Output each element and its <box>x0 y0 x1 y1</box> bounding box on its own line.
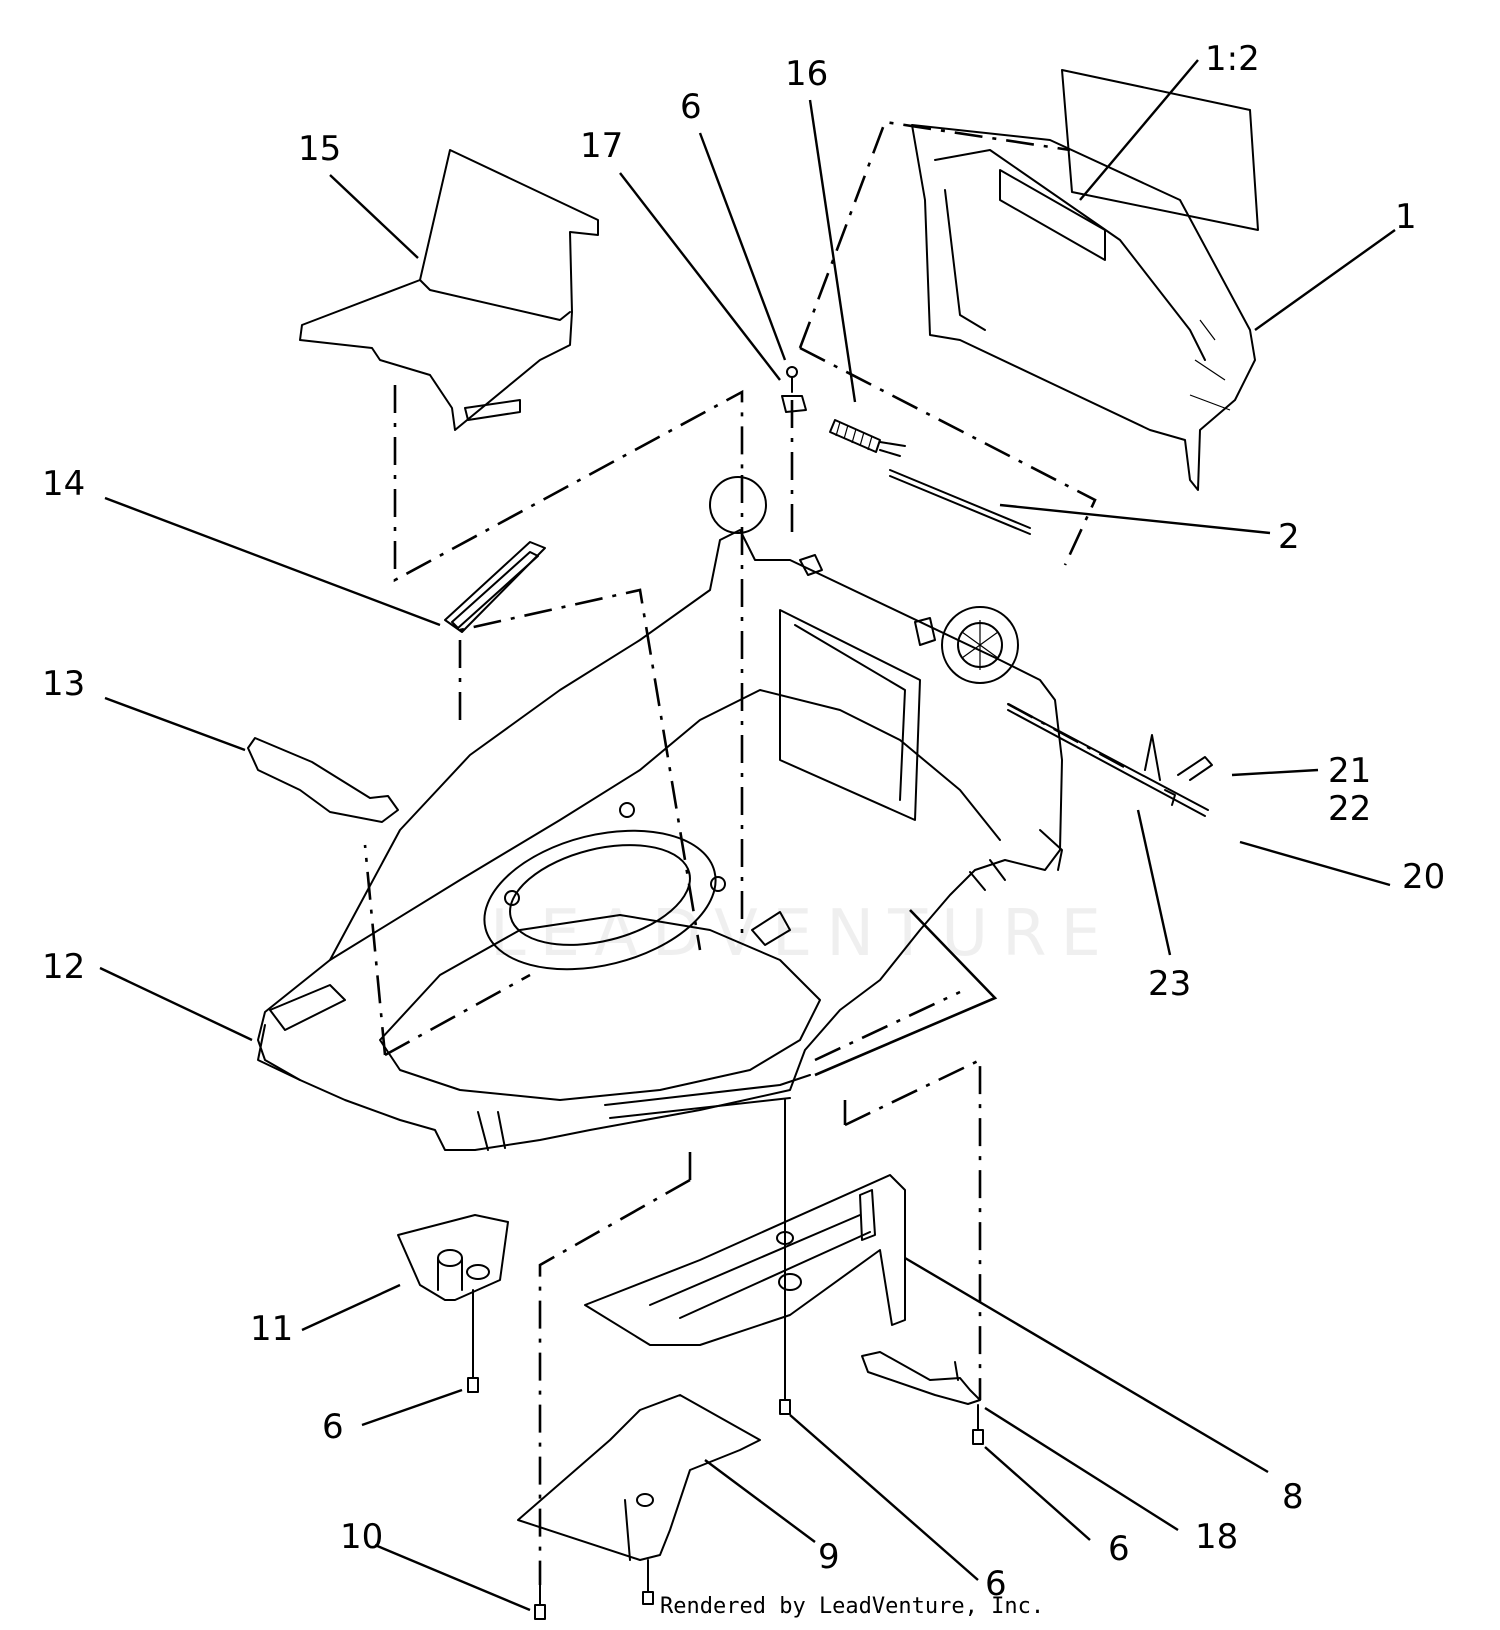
callout-14: 14 <box>42 464 85 504</box>
callout-9: 9 <box>818 1537 840 1577</box>
footer-credit: Rendered by LeadVenture, Inc. <box>660 1594 1044 1619</box>
callout-6-right: 6 <box>1108 1529 1130 1569</box>
callout-22: 22 <box>1328 789 1371 829</box>
callout-18: 18 <box>1195 1517 1238 1557</box>
part-baffle-15 <box>299 149 599 431</box>
part-mower-deck-12 <box>257 476 1063 1151</box>
part-screw-6-center <box>779 1099 791 1415</box>
part-screw-6-top <box>786 366 798 393</box>
callout-1: 1 <box>1395 197 1417 237</box>
part-plug-14 <box>444 541 546 633</box>
callout-10: 10 <box>340 1517 383 1557</box>
part-rear-door-1 <box>911 124 1256 491</box>
part-hinge-rod-2 <box>889 469 1031 535</box>
part-clip-17 <box>781 395 807 413</box>
callout-11: 11 <box>250 1309 293 1349</box>
callout-8: 8 <box>1282 1477 1304 1517</box>
alignment-lines <box>363 120 1131 1585</box>
callout-12: 12 <box>42 947 85 987</box>
callout-23: 23 <box>1148 964 1191 1004</box>
callout-17: 17 <box>580 126 623 166</box>
callout-20: 20 <box>1402 857 1445 897</box>
part-spring-16 <box>829 419 906 457</box>
callout-2: 2 <box>1278 517 1300 557</box>
part-retainer-18 <box>861 1351 981 1405</box>
part-screw-6-right <box>972 1404 984 1445</box>
callout-16: 16 <box>785 54 828 94</box>
callout-1-2: 1:2 <box>1205 39 1260 79</box>
callout-labels: 1:2 1 2 6 16 17 15 14 13 12 11 6 10 9 6 … <box>42 39 1445 1604</box>
callout-21: 21 <box>1328 751 1371 791</box>
callout-6-left: 6 <box>322 1407 344 1447</box>
part-screw-10 <box>534 1559 654 1620</box>
callout-6-center: 6 <box>985 1564 1007 1604</box>
part-bracket-11 <box>397 1214 509 1301</box>
part-mulch-plate-8 <box>584 1174 906 1346</box>
part-screw-6-left <box>467 1289 479 1393</box>
callout-13: 13 <box>42 664 85 704</box>
callout-15: 15 <box>298 129 341 169</box>
watermark-text: LEADVENTURE <box>490 897 1115 971</box>
part-decal-13 <box>247 737 399 823</box>
part-decal-1-2 <box>1061 69 1259 231</box>
leader-lines <box>99 59 1396 1612</box>
callout-6-top: 6 <box>680 87 702 127</box>
part-discharge-cover-9 <box>517 1394 761 1561</box>
